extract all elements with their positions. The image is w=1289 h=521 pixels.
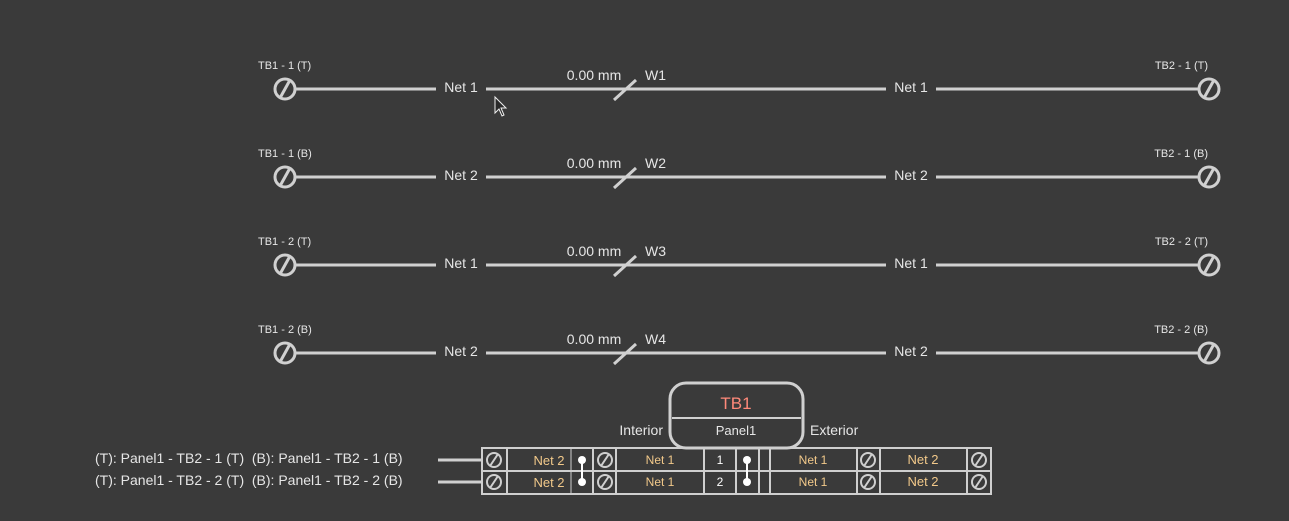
terminal-block-frame[interactable] — [668, 381, 805, 450]
interior-side-label: Interior — [619, 422, 663, 438]
left-terminal-label: TB1 - 1 (T) — [258, 60, 311, 72]
strip-cell-number: 1 — [717, 453, 724, 467]
right-terminal-screw-icon[interactable] — [1197, 341, 1221, 365]
strip-cell: Net 1 — [799, 453, 828, 467]
right-terminal-screw-icon[interactable] — [1197, 253, 1221, 277]
connection-row-2[interactable]: TB1 - 1 (B) TB2 - 1 (B) Net 2 0.00 mm W2… — [258, 148, 1221, 190]
strip-cell: Net 1 — [799, 475, 828, 489]
right-terminal-screw-icon[interactable] — [1197, 165, 1221, 189]
strip-cell: Net 2 — [533, 453, 564, 468]
right-terminal-label: TB2 - 1 (B) — [1154, 148, 1208, 160]
terminal-block-panel: Panel1 — [716, 423, 756, 438]
left-net-label: Net 1 — [444, 255, 478, 271]
jumper-link-icon — [743, 456, 751, 486]
strip-screw-icon[interactable] — [486, 474, 502, 490]
wire-marker-icon — [612, 254, 638, 278]
strip-screw-icon[interactable] — [486, 452, 502, 468]
wire-id-label: W2 — [645, 155, 666, 171]
left-net-label: Net 2 — [444, 167, 478, 183]
strip-screw-icon[interactable] — [860, 452, 876, 468]
exterior-side-label: Exterior — [810, 422, 859, 438]
left-terminal-screw-icon[interactable] — [273, 341, 297, 365]
wire-id-label: W4 — [645, 331, 666, 347]
strip-row-legend: (T): Panel1 - TB2 - 2 (T) (B): Panel1 - … — [95, 472, 403, 488]
wire-length-label: 0.00 mm — [567, 155, 621, 171]
right-net-label: Net 1 — [894, 255, 928, 271]
wire-id-label: W3 — [645, 243, 666, 259]
wire-marker-icon — [612, 342, 638, 366]
wire-marker-icon — [612, 166, 638, 190]
strip-cell: Net 1 — [646, 453, 675, 467]
left-terminal-label: TB1 - 2 (T) — [258, 236, 311, 248]
left-terminal-screw-icon[interactable] — [273, 165, 297, 189]
terminal-block-name: TB1 — [720, 394, 751, 413]
left-terminal-screw-icon[interactable] — [273, 77, 297, 101]
left-terminal-label: TB1 - 1 (B) — [258, 148, 312, 160]
left-terminal-screw-icon[interactable] — [273, 253, 297, 277]
right-terminal-label: TB2 - 2 (T) — [1155, 236, 1208, 248]
strip-screw-icon[interactable] — [971, 474, 987, 490]
right-terminal-label: TB2 - 2 (B) — [1154, 324, 1208, 336]
strip-cell: Net 2 — [907, 474, 938, 489]
mouse-cursor-icon — [494, 95, 508, 117]
strip-cell-number: 2 — [717, 475, 724, 489]
strip-cell: Net 2 — [907, 452, 938, 467]
right-net-label: Net 2 — [894, 343, 928, 359]
terminal-block-header[interactable]: TB1 Panel1 — [668, 381, 805, 450]
strip-screw-icon[interactable] — [860, 474, 876, 490]
left-terminal-label: TB1 - 2 (B) — [258, 324, 312, 336]
right-terminal-screw-icon[interactable] — [1197, 77, 1221, 101]
connection-row-4[interactable]: TB1 - 2 (B) TB2 - 2 (B) Net 2 0.00 mm W4… — [258, 324, 1221, 366]
wire-length-label: 0.00 mm — [567, 243, 621, 259]
wire-marker-icon — [612, 78, 638, 102]
right-net-label: Net 1 — [894, 79, 928, 95]
jumper-link-icon — [578, 456, 586, 486]
connection-row-3[interactable]: TB1 - 2 (T) TB2 - 2 (T) Net 1 0.00 mm W3… — [258, 236, 1221, 278]
strip-cell: Net 2 — [533, 475, 564, 490]
connection-row-1[interactable]: TB1 - 1 (T) TB2 - 1 (T) Net 1 0.00 mm W1… — [258, 60, 1221, 102]
strip-screw-icon[interactable] — [597, 474, 613, 490]
strip-row-legend: (T): Panel1 - TB2 - 1 (T) (B): Panel1 - … — [95, 450, 403, 466]
strip-screw-icon[interactable] — [971, 452, 987, 468]
strip-screw-icon[interactable] — [597, 452, 613, 468]
wire-length-label: 0.00 mm — [567, 67, 621, 83]
wire-length-label: 0.00 mm — [567, 331, 621, 347]
strip-cell: Net 1 — [646, 475, 675, 489]
right-net-label: Net 2 — [894, 167, 928, 183]
right-terminal-label: TB2 - 1 (T) — [1155, 60, 1208, 72]
left-net-label: Net 2 — [444, 343, 478, 359]
wire-id-label: W1 — [645, 67, 666, 83]
terminal-strip[interactable]: Net 2 Net 1 1 Net 1 Net 2 Net 2 Net 1 2 … — [481, 447, 992, 495]
left-net-label: Net 1 — [444, 79, 478, 95]
